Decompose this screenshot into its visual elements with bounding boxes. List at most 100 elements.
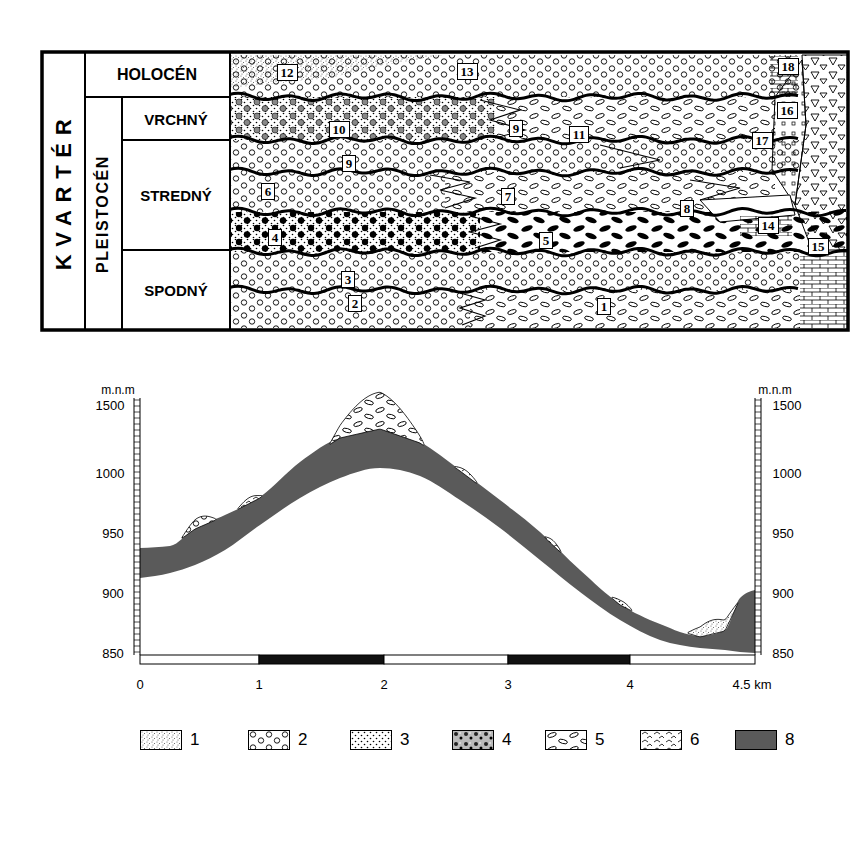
slope-deposit-fill — [545, 537, 561, 553]
axis-tick — [755, 640, 761, 641]
axis-tick — [755, 466, 761, 467]
stratigraphic-columns — [42, 52, 848, 330]
legend-swatch — [545, 730, 587, 750]
axis-tick — [134, 622, 140, 623]
elevation-axis — [755, 398, 756, 655]
axis-tick — [134, 406, 140, 407]
axis-tick — [134, 490, 140, 491]
axis-tick — [755, 628, 761, 629]
legend-swatch — [452, 730, 494, 750]
interfingering-line — [600, 145, 660, 168]
scale-bar — [140, 655, 259, 664]
swatch-pattern — [141, 731, 181, 749]
slope-deposit-fill — [612, 597, 632, 610]
interfingering-line — [430, 175, 475, 208]
unconformity-line — [230, 93, 798, 101]
axis-tick — [134, 454, 140, 455]
axis-tick — [755, 472, 761, 473]
axis-tick — [134, 460, 140, 461]
slope-deposit — [612, 597, 632, 610]
axis-tick — [134, 556, 140, 557]
axis-tick — [134, 568, 140, 569]
epoch-name: HOLOCÉN — [117, 66, 197, 84]
callout-text: 4 — [272, 230, 279, 245]
scale-bar — [384, 655, 508, 664]
axis-tick — [134, 586, 140, 587]
callout-number: 16 — [777, 102, 798, 119]
elevation-axis — [761, 398, 762, 655]
valley-fill-fill — [688, 603, 738, 637]
legend-swatch — [350, 730, 392, 750]
callout-text: 11 — [573, 127, 585, 142]
legend-swatch — [248, 730, 290, 750]
axis-tick — [755, 502, 761, 503]
epoch-name: PLEISTOCÉN — [94, 155, 112, 273]
stage-name: STREDNÝ — [140, 187, 212, 204]
axis-tick — [755, 598, 761, 599]
slope-deposit-fill — [238, 495, 262, 509]
interfingering-line — [460, 293, 485, 325]
callout-text: 12 — [281, 65, 294, 80]
black-pebble-layer — [480, 212, 848, 252]
distance-value: 0 — [136, 677, 143, 692]
axis-value: 950 — [772, 526, 794, 541]
axis-value: 1500 — [773, 398, 802, 413]
axis-tick — [755, 406, 761, 407]
axis-tick — [134, 538, 140, 539]
slope-deposit — [545, 537, 561, 553]
axis-tick — [134, 430, 140, 431]
axis-tick — [134, 436, 140, 437]
axis-tick — [755, 490, 761, 491]
axis-tick — [755, 544, 761, 545]
slope-deposit — [238, 495, 262, 509]
callout-number: 9 — [509, 120, 524, 137]
axis-value: 1000 — [96, 466, 125, 481]
callout-text: 15 — [812, 239, 825, 254]
callout-text: 18 — [782, 59, 795, 74]
axis-tick — [134, 628, 140, 629]
gravel-layer — [230, 290, 470, 328]
axis-tick — [134, 496, 140, 497]
callout-text: 10 — [333, 122, 346, 137]
axis-tick — [134, 472, 140, 473]
axis-tick — [134, 442, 140, 443]
swatch-pattern — [249, 731, 289, 749]
legend-text: 4 — [502, 730, 511, 750]
interfingering-line — [470, 216, 500, 248]
unconformity-line — [230, 136, 798, 144]
callout-text: 9 — [513, 121, 520, 136]
axis-tick — [134, 652, 140, 653]
callout-text: 7 — [505, 189, 512, 204]
summit-gravel-cap — [330, 392, 424, 445]
table-rule — [85, 96, 230, 98]
swatch-pattern — [546, 731, 586, 749]
callout-text: 1 — [601, 299, 608, 314]
axis-tick — [134, 502, 140, 503]
axis-tick — [755, 610, 761, 611]
callout-number: 15 — [808, 238, 829, 255]
axis-tick — [755, 460, 761, 461]
callout-number: 6 — [261, 183, 276, 200]
slope-deposit-fill — [182, 516, 216, 538]
legend-item: 6 — [640, 730, 699, 750]
callout-text: 6 — [265, 184, 272, 199]
callout-number: 10 — [329, 121, 350, 138]
legend-swatch — [735, 730, 777, 750]
callout-text: 17 — [756, 133, 769, 148]
axis-tick — [755, 496, 761, 497]
axis-tick — [755, 652, 761, 653]
callout-text: 13 — [461, 64, 474, 79]
cross-section-profile — [134, 392, 761, 664]
distance-value: 2 — [380, 677, 387, 692]
axis-tick — [755, 562, 761, 563]
axis-tick — [134, 508, 140, 509]
callout-number: 4 — [268, 229, 283, 246]
unconformity-line — [230, 248, 846, 256]
axis-tick — [134, 484, 140, 485]
scale-bar — [630, 655, 755, 664]
axis-tick — [134, 640, 140, 641]
callout-number: 9 — [342, 155, 357, 172]
axis-tick — [134, 604, 140, 605]
sand-wedge — [230, 55, 445, 88]
callout-number: 11 — [569, 126, 589, 143]
